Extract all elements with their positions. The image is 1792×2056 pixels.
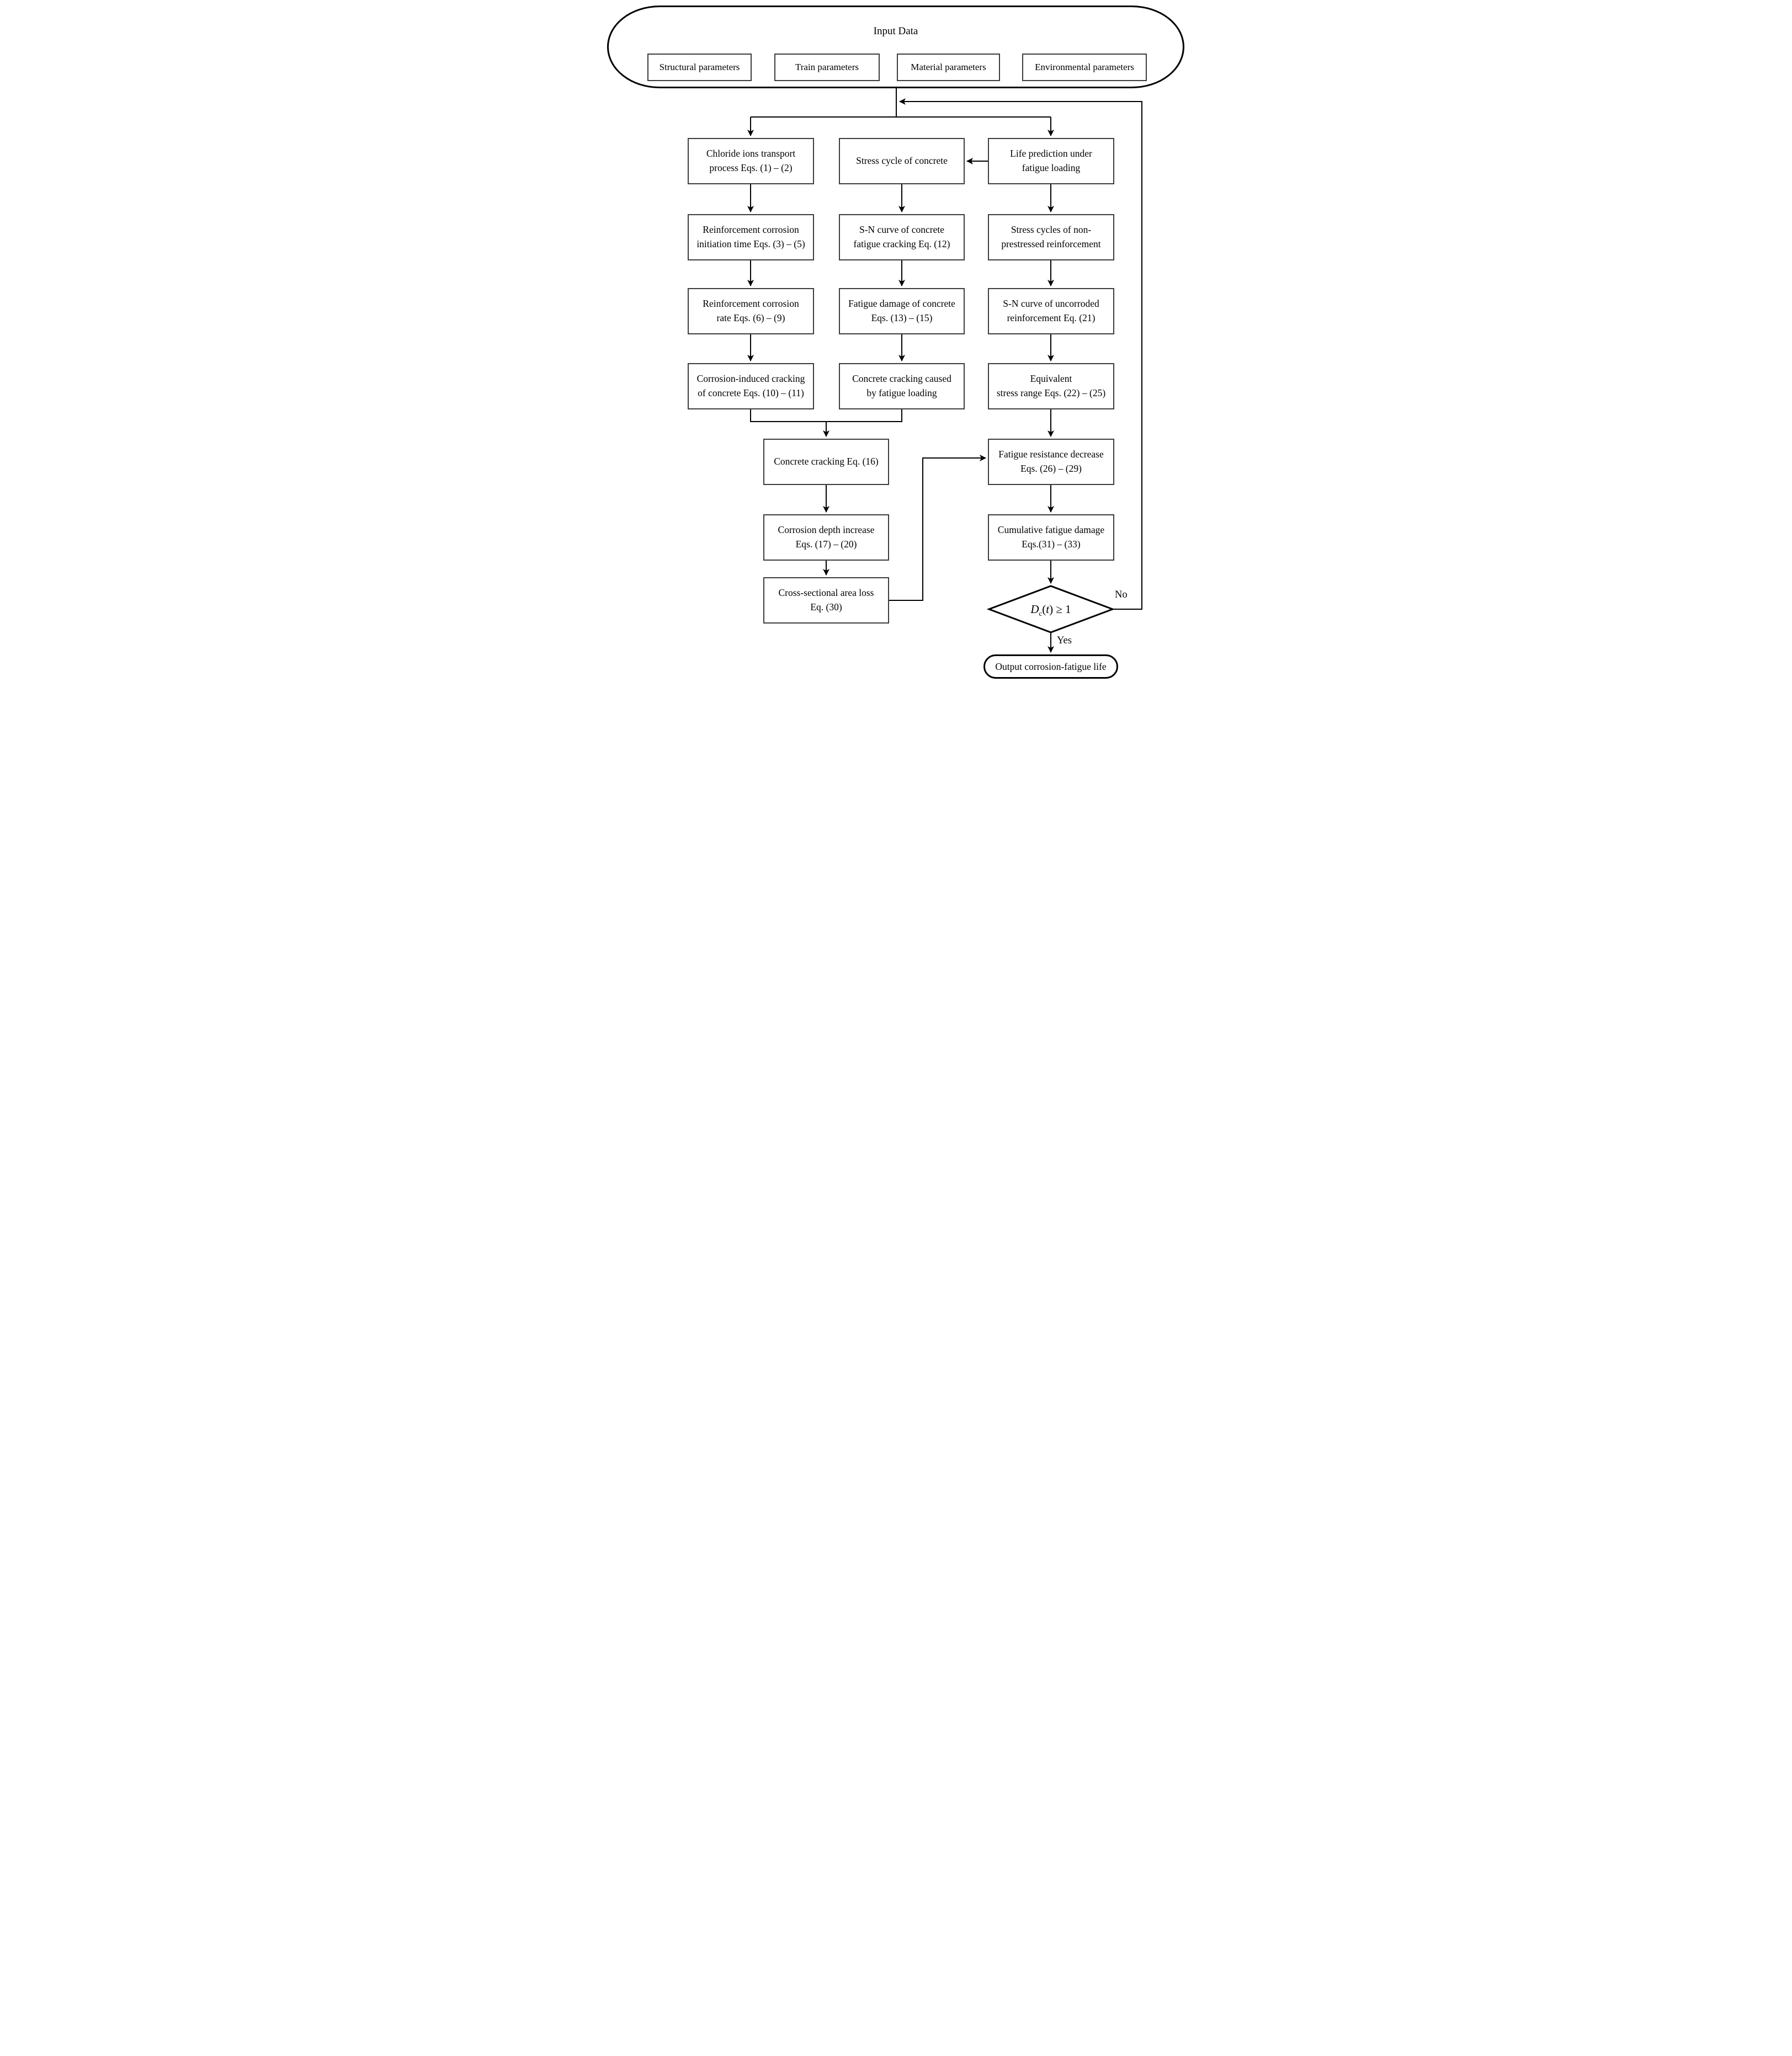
flow-box-stress-cycle-concrete: Stress cycle of concrete <box>839 138 965 184</box>
box-text-line: Fatigue resistance decrease <box>998 449 1104 460</box>
flow-box-corrosion-rate: Reinforcement corrosion rate Eqs. (6) – … <box>688 288 814 334</box>
box-text-line: reinforcement Eq. (21) <box>1007 312 1096 323</box>
param-box-train: Train parameters <box>774 54 880 81</box>
box-text-line: by fatigue loading <box>866 387 937 398</box>
box-text-line: Stress cycle of concrete <box>856 155 948 167</box>
decision-condition: Dc(t) ≥ 1 <box>989 586 1113 632</box>
flow-box-sn-curve-concrete: S-N curve of concrete fatigue cracking E… <box>839 214 965 260</box>
box-text-line: Eqs.(31) – (33) <box>1022 539 1081 550</box>
param-label: Environmental parameters <box>1035 62 1134 72</box>
flow-box-concrete-cracking-fatigue: Concrete cracking caused by fatigue load… <box>839 363 965 409</box>
edge-label-no: No <box>1115 589 1128 600</box>
box-text-line: Fatigue damage of concrete <box>848 298 955 310</box>
box-text-line: Chloride ions transport <box>706 148 796 159</box>
decision-comparison: ) ≥ 1 <box>1049 602 1071 616</box>
decision-subscript: c <box>1039 609 1043 617</box>
box-text-line: Eqs. (26) – (29) <box>1020 463 1082 474</box>
box-text-line: Corrosion-induced cracking <box>696 373 805 385</box>
box-text-line: fatigue cracking Eq. (12) <box>853 238 950 249</box>
box-text-line: Cross-sectional area loss <box>778 587 874 599</box>
decision-variable: D <box>1030 602 1039 616</box>
box-text-line: fatigue loading <box>1022 162 1081 173</box>
box-text-line: Concrete cracking Eq. (16) <box>774 456 879 467</box>
param-box-structural: Structural parameters <box>647 54 752 81</box>
box-text-line: rate Eqs. (6) – (9) <box>716 312 785 323</box>
edge-no-feedback <box>899 98 1142 610</box>
box-text-line: Reinforcement corrosion <box>703 224 799 236</box>
flow-box-chloride-transport: Chloride ions transport process Eqs. (1)… <box>688 138 814 184</box>
flow-box-area-loss: Cross-sectional area loss Eq. (30) <box>763 577 889 624</box>
flow-box-concrete-cracking: Concrete cracking Eq. (16) <box>763 439 889 485</box>
box-text-line: Corrosion depth increase <box>778 524 875 536</box>
flowchart-canvas: Input Data Structural parameters Train p… <box>597 0 1195 685</box>
flow-box-equivalent-stress-range: Equivalent stress range Eqs. (22) – (25) <box>988 363 1114 409</box>
flow-box-corrosion-depth: Corrosion depth increase Eqs. (17) – (20… <box>763 514 889 561</box>
box-text-line: stress range Eqs. (22) – (25) <box>996 387 1106 398</box>
box-text-line: Reinforcement corrosion <box>703 298 799 310</box>
flow-box-stress-cycles-nonprestressed: Stress cycles of non- prestressed reinfo… <box>988 214 1114 260</box>
param-label: Train parameters <box>795 62 859 72</box>
flow-box-sn-curve-uncorroded: S-N curve of uncorroded reinforcement Eq… <box>988 288 1114 334</box>
connector-layer <box>747 88 1142 653</box>
edge-arealoss-to-resistance <box>889 455 986 601</box>
edge-label-yes: Yes <box>1057 635 1072 646</box>
box-text-line: S-N curve of concrete <box>859 224 945 236</box>
box-text-line: Eq. (30) <box>810 601 842 612</box>
box-text-line: Eqs. (17) – (20) <box>795 539 857 550</box>
box-text-line: initiation time Eqs. (3) – (5) <box>696 238 805 249</box>
output-terminator: Output corrosion-fatigue life <box>983 654 1118 679</box>
decision-time-var: t <box>1046 602 1050 616</box>
decision-diamond <box>986 585 1115 633</box>
box-text-line: Life prediction under <box>1010 148 1092 159</box>
box-text-line: Equivalent <box>1030 373 1072 385</box>
param-box-material: Material parameters <box>897 54 1000 81</box>
box-text-line: prestressed reinforcement <box>1001 238 1101 249</box>
box-text-line: process Eqs. (1) – (2) <box>709 162 793 173</box>
input-data-title: Input Data <box>873 25 918 37</box>
param-label: Material parameters <box>911 62 986 72</box>
box-text-line: Eqs. (13) – (15) <box>871 312 933 323</box>
output-label: Output corrosion-fatigue life <box>995 661 1107 672</box>
edge-merge-line <box>750 409 902 422</box>
box-text-line: Concrete cracking caused <box>852 373 951 385</box>
flow-box-fatigue-resistance: Fatigue resistance decrease Eqs. (26) – … <box>988 439 1114 485</box>
decision-open-paren: ( <box>1042 602 1046 616</box>
flow-box-corrosion-induced-cracking: Corrosion-induced cracking of concrete E… <box>688 363 814 409</box>
flow-box-life-prediction: Life prediction under fatigue loading <box>988 138 1114 184</box>
param-box-environmental: Environmental parameters <box>1022 54 1147 81</box>
box-text-line: Cumulative fatigue damage <box>997 524 1105 536</box>
flow-box-corrosion-initiation: Reinforcement corrosion initiation time … <box>688 214 814 260</box>
flow-box-fatigue-damage-concrete: Fatigue damage of concrete Eqs. (13) – (… <box>839 288 965 334</box>
param-label: Structural parameters <box>659 62 740 72</box>
box-text-line: S-N curve of uncorroded <box>1003 298 1099 310</box>
box-text-line: of concrete Eqs. (10) – (11) <box>698 387 804 398</box>
flow-box-cumulative-damage: Cumulative fatigue damage Eqs.(31) – (33… <box>988 514 1114 561</box>
box-text-line: Stress cycles of non- <box>1011 224 1092 236</box>
